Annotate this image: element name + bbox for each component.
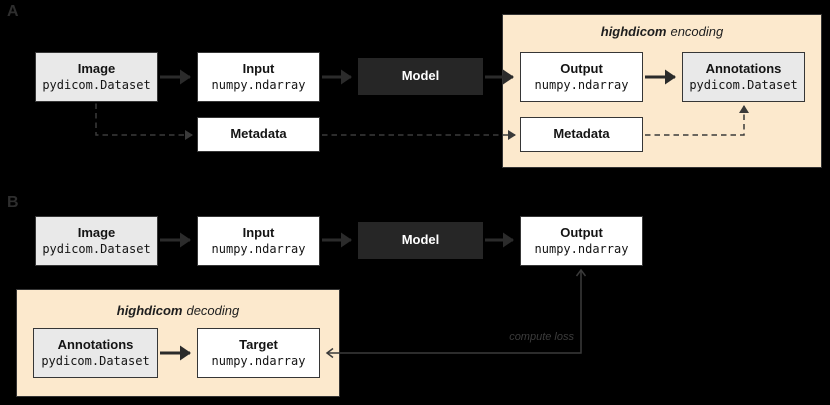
image-box-a-type: pydicom.Dataset	[42, 77, 151, 92]
input-box-b: Input numpy.ndarray	[197, 216, 320, 266]
annotations-box-b: Annotations pydicom.Dataset	[33, 328, 158, 378]
annotations-box-b-type: pydicom.Dataset	[41, 353, 150, 368]
image-box-b-type: pydicom.Dataset	[42, 241, 151, 256]
output-box-a-type: numpy.ndarray	[534, 77, 629, 92]
target-box-b-title: Target	[239, 336, 278, 352]
annotations-box-a: Annotations pydicom.Dataset	[682, 52, 805, 102]
model-box-b-title: Model	[401, 232, 440, 248]
panel-a-label: A	[7, 3, 20, 20]
metadata-source-box-a: Metadata	[197, 117, 320, 152]
input-box-a-title: Input	[242, 60, 275, 76]
input-box-b-title: Input	[242, 224, 275, 240]
output-box-b-type: numpy.ndarray	[534, 241, 629, 256]
output-box-a-title: Output	[560, 60, 603, 76]
model-box-a: Model	[358, 58, 483, 95]
output-box-a: Output numpy.ndarray	[520, 52, 643, 102]
decoding-title-emphasis: highdicom	[116, 303, 183, 318]
panel-b-label: B	[7, 194, 20, 211]
compute-loss-label: compute loss	[509, 331, 574, 343]
decoding-title-rest: decoding	[186, 303, 240, 318]
model-box-a-title: Model	[401, 68, 440, 84]
annotations-box-a-title: Annotations	[705, 60, 782, 76]
target-box-b-type: numpy.ndarray	[211, 353, 306, 368]
image-box-b-title: Image	[77, 224, 116, 240]
metadata-encoded-title: Metadata	[553, 126, 610, 142]
input-box-a: Input numpy.ndarray	[197, 52, 320, 102]
input-box-a-type: numpy.ndarray	[211, 77, 306, 92]
target-box-b: Target numpy.ndarray	[197, 328, 320, 378]
output-box-b: Output numpy.ndarray	[520, 216, 643, 266]
output-box-b-title: Output	[560, 224, 603, 240]
image-box-a-title: Image	[77, 60, 116, 76]
metadata-source-title: Metadata	[230, 126, 287, 142]
annotations-box-b-title: Annotations	[57, 336, 134, 352]
encoding-title-rest: encoding	[670, 24, 724, 39]
annotations-box-a-type: pydicom.Dataset	[689, 77, 798, 92]
dashed-image-to-metadata-a	[95, 103, 193, 140]
metadata-encoded-box-a: Metadata	[520, 117, 643, 152]
image-box-b: Image pydicom.Dataset	[35, 216, 158, 266]
encoding-title-emphasis: highdicom	[600, 24, 667, 39]
model-box-b: Model	[358, 222, 483, 259]
image-box-a: Image pydicom.Dataset	[35, 52, 158, 102]
input-box-b-type: numpy.ndarray	[211, 241, 306, 256]
